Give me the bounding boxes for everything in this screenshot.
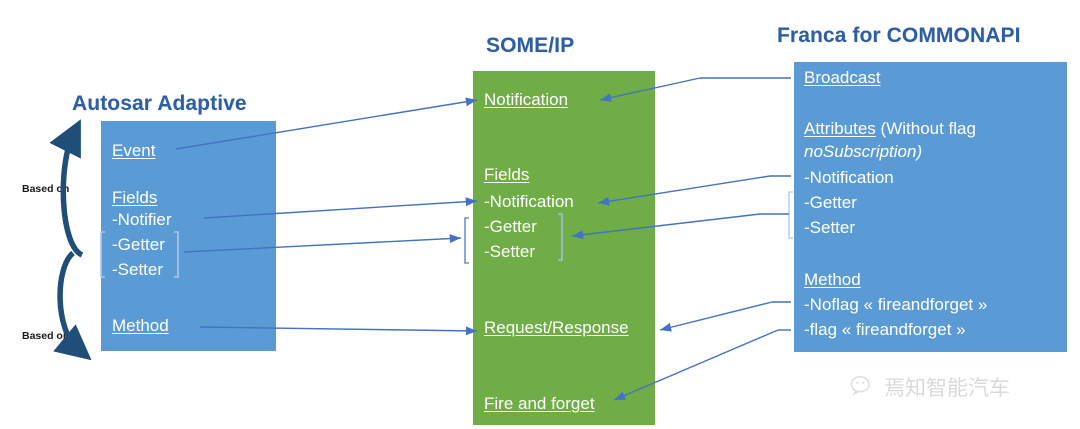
someip-line-notification-sub: -Notification — [484, 192, 574, 211]
franca-line-notification: -Notification — [804, 168, 894, 187]
someip-line-notification: Notification — [484, 90, 569, 109]
label-based-on-top: Based on — [22, 183, 70, 195]
box-franca — [794, 62, 1067, 352]
franca-line-broadcast: Broadcast — [804, 68, 881, 87]
box-autosar-adaptive — [101, 121, 276, 351]
autosar-line-event: Event — [112, 141, 156, 160]
franca-line-setter: -Setter — [804, 218, 856, 237]
franca-attributes-word: Attributes — [804, 119, 876, 138]
bracket-someip-left — [464, 217, 469, 264]
franca-line-noflag: -Noflag « fireandforget » — [804, 295, 988, 314]
franca-line-getter: -Getter — [804, 193, 857, 212]
someip-line-fields: Fields — [484, 165, 530, 184]
franca-line-nosubscription: noSubscription) — [804, 142, 923, 161]
bracket-franca-left — [788, 191, 793, 239]
column-title-franca: Franca for COMMONAPI — [777, 24, 1021, 47]
autosar-line-notifier: -Notifier — [112, 210, 172, 229]
autosar-line-getter: -Getter — [112, 235, 165, 254]
autosar-line-setter: -Setter — [112, 260, 164, 279]
franca-line-flag: -flag « fireandforget » — [804, 320, 966, 339]
watermark: 焉知智能汽车 — [850, 372, 1010, 402]
arrow-noflag-to-request-response — [659, 301, 773, 332]
someip-line-getter: -Getter — [484, 217, 537, 236]
column-title-autosar: Autosar Adaptive — [72, 92, 247, 115]
wechat-icon — [850, 376, 870, 396]
someip-line-setter: -Setter — [484, 242, 536, 261]
watermark-text: 焉知智能汽车 — [884, 376, 1010, 400]
franca-attributes-qualifier: (Without flag — [875, 119, 976, 138]
someip-line-fire-and-forget: Fire and forget — [484, 394, 595, 413]
franca-line-method: Method — [804, 270, 861, 289]
autosar-line-fields: Fields — [112, 188, 158, 207]
someip-line-request-response: Request/Response — [484, 318, 629, 337]
label-based-on-bottom: Based on — [22, 330, 70, 342]
column-title-someip: SOME/IP — [486, 34, 575, 57]
franca-line-attributes: Attributes (Without flag — [804, 118, 976, 140]
autosar-line-method: Method — [112, 316, 169, 335]
based-on-arrow-top — [49, 119, 84, 258]
